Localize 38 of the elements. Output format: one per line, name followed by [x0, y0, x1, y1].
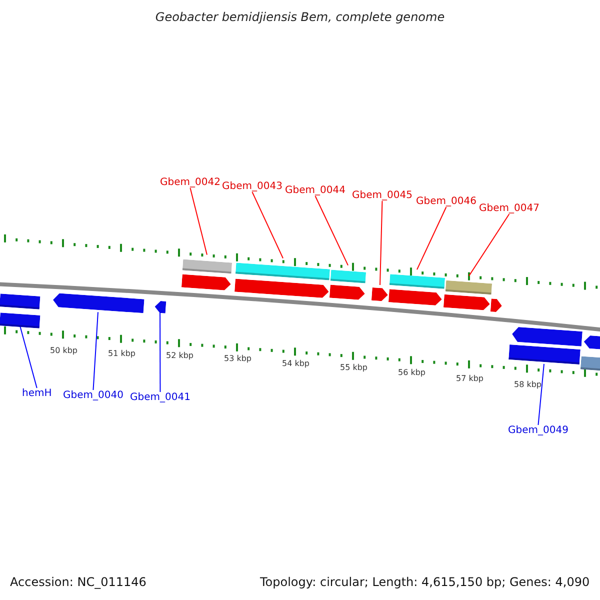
- gene-label: Gbem_0041: [130, 392, 190, 403]
- leader-line: [92, 312, 98, 390]
- title: Geobacter bemidjiensis Bem, complete genome: [154, 10, 446, 24]
- gene-bar: [508, 344, 580, 364]
- leader-line: [20, 325, 38, 388]
- gene-label: Gbem_0046: [416, 196, 476, 207]
- scale-label: 54 kbp: [282, 359, 310, 368]
- scale-label: 51 kbp: [108, 349, 136, 358]
- scale-label: 53 kbp: [224, 354, 252, 363]
- scale-label: 56 kbp: [398, 368, 426, 377]
- gene-label: Gbem_0045: [352, 190, 412, 201]
- leader-line: [314, 196, 348, 266]
- gene-bar: [0, 291, 40, 307]
- gene-label: Gbem_0043: [222, 181, 282, 192]
- scale-label: 57 kbp: [456, 374, 484, 383]
- scale-label: 55 kbp: [340, 363, 368, 372]
- gene-label: Gbem_0040: [63, 390, 124, 401]
- footer-text: Topology: circular; Length: 4,615,150 bp; Genes: 4,090: [260, 575, 590, 589]
- leader-line: [190, 188, 208, 256]
- gene-feature: [52, 292, 144, 312]
- leader-line: [416, 206, 447, 270]
- footer-text: Accession: NC_011146: [10, 575, 146, 589]
- gene-label: Gbem_0049: [508, 425, 568, 436]
- gene-label: Gbem_0047: [479, 203, 540, 214]
- leader-line: [252, 192, 284, 259]
- gene-feature: [181, 272, 231, 288]
- gene-label: Gbem_0042: [160, 177, 220, 188]
- scale-label: 50 kbp: [50, 346, 78, 355]
- gene-bar: [580, 354, 600, 368]
- scale-label: 58 kbp: [514, 380, 542, 389]
- scale-label: 52 kbp: [166, 351, 194, 360]
- leader-line: [380, 200, 383, 286]
- leader-line: [468, 214, 510, 276]
- gene-feature: [329, 282, 365, 298]
- gene-bar: [0, 310, 40, 326]
- gene-label: Gbem_0044: [285, 185, 346, 196]
- leader-line: [538, 363, 544, 426]
- gene-label: hemH: [22, 388, 52, 399]
